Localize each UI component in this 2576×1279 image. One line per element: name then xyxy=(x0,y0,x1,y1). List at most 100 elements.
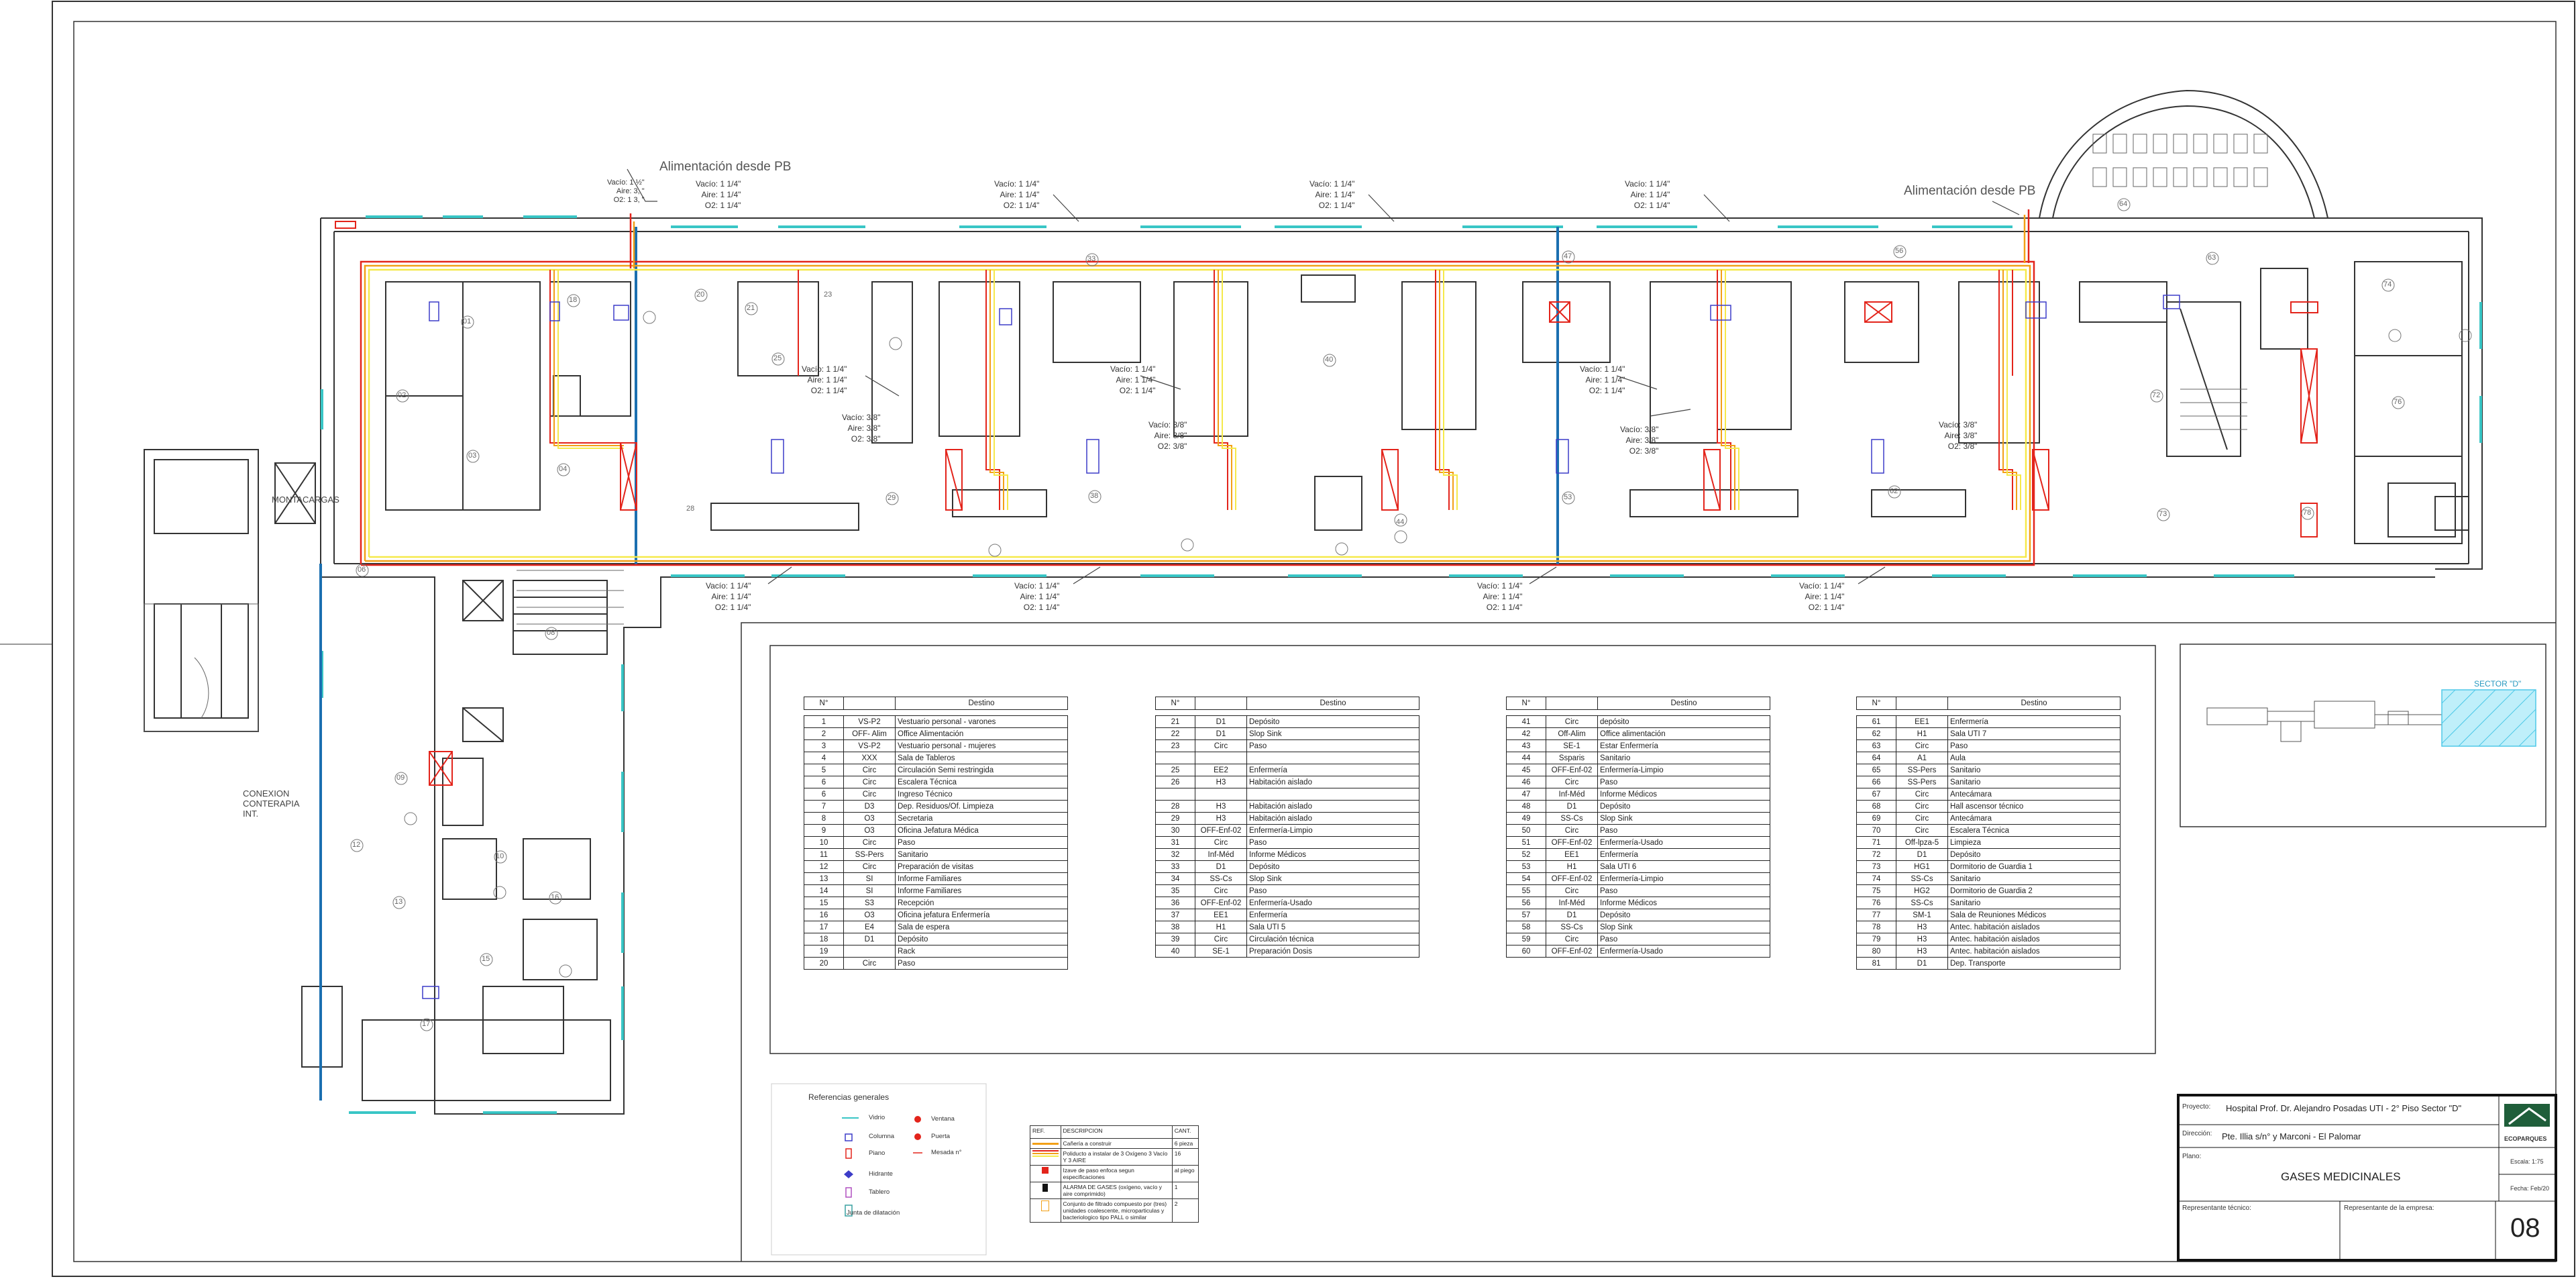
room-destination: Habitación aislado xyxy=(1246,776,1419,788)
room-number: 13 xyxy=(804,872,844,885)
room-number: 79 xyxy=(1856,933,1896,945)
room-number: 55 xyxy=(1506,884,1546,897)
room-number: 10 xyxy=(804,836,844,849)
room-number: 73 xyxy=(1856,860,1896,873)
fecha-value: Fecha: Feb/20 xyxy=(2510,1185,2550,1192)
schedule-header-destino: Destino xyxy=(1597,697,1770,710)
room-number: 57 xyxy=(1506,909,1546,921)
room-destination: Informe Familiares xyxy=(895,872,1068,885)
room-code: Circ xyxy=(1546,884,1598,897)
room-destination: Informe Médicos xyxy=(1597,788,1770,801)
room-number: 56 xyxy=(1506,897,1546,909)
room-number: 52 xyxy=(1506,848,1546,861)
room-number: 09 xyxy=(396,774,405,782)
spacer xyxy=(1246,709,1419,716)
room-destination: Oficina jefatura Enfermería xyxy=(895,909,1068,921)
spacer xyxy=(1947,709,2121,716)
room-number: 70 xyxy=(1856,824,1896,837)
room-number: 12 xyxy=(804,860,844,873)
room-destination: Informe Familiares xyxy=(895,884,1068,897)
spacer xyxy=(843,709,896,716)
room-number: 64 xyxy=(1856,752,1896,764)
room-code: O3 xyxy=(843,812,896,825)
room-number: 72 xyxy=(1856,848,1896,861)
room-destination: Depósito xyxy=(1597,800,1770,813)
room-number: 11 xyxy=(804,848,844,861)
ref-header: REF. xyxy=(1030,1125,1061,1139)
room-number: 18 xyxy=(804,933,844,945)
room-number: 22 xyxy=(1155,727,1195,740)
room-destination: Office alimentación xyxy=(1597,727,1770,740)
room-destination: Sala de espera xyxy=(895,921,1068,933)
spacer xyxy=(895,709,1068,716)
room-number: 74 xyxy=(2383,280,2392,289)
room-number: 67 xyxy=(1856,788,1896,801)
schedule-header-number: N° xyxy=(1155,697,1195,710)
room-destination: Vestuario personal - varones xyxy=(895,715,1068,728)
ref-header: CANT. xyxy=(1171,1125,1199,1139)
room-code: D1 xyxy=(1195,715,1247,728)
room-destination: Paso xyxy=(895,957,1068,970)
room-number: 29 xyxy=(888,494,896,502)
table-row xyxy=(1155,752,1419,764)
room-code: EE1 xyxy=(1195,909,1247,921)
room-destination: Depósito xyxy=(895,933,1068,945)
room-destination: Estar Enfermería xyxy=(1597,739,1770,752)
pipe-note: Vacío: 3/8"Aire: 3/8"O2: 3/8" xyxy=(1620,425,1659,456)
room-number: 9 xyxy=(804,824,844,837)
room-destination: Oficina Jefatura Médica xyxy=(895,824,1068,837)
room-number: 53 xyxy=(1564,493,1572,501)
room-code: OFF-Enf-02 xyxy=(1546,836,1598,849)
legend-vidrio: Vidrio xyxy=(869,1114,885,1121)
room-number: 8 xyxy=(804,812,844,825)
ref-symbol xyxy=(1030,1182,1061,1199)
pipe-note: Vacío: 1 1/4"Aire: 1 1/4"O2: 1 1/4" xyxy=(706,581,751,612)
room-code: SS-Cs xyxy=(1896,897,1948,909)
room-number: 28 xyxy=(1155,800,1195,813)
room-destination: Paso xyxy=(1597,776,1770,788)
room-code: SS-Cs xyxy=(1195,872,1247,885)
room-code: D1 xyxy=(1546,909,1598,921)
room-destination: Antecámara xyxy=(1947,812,2121,825)
room-destination: Sala UTI 5 xyxy=(1246,921,1419,933)
room-destination: Enfermería-Limpio xyxy=(1597,764,1770,776)
room-code: SS-Pers xyxy=(843,848,896,861)
room-number xyxy=(1155,788,1195,801)
room-destination: Hall ascensor técnico xyxy=(1947,800,2121,813)
room-number: 10 xyxy=(496,852,504,860)
room-destination: Paso xyxy=(1246,739,1419,752)
pipe-note: Vacío: 1 1/4"Aire: 1 1/4"O2: 1 1/4" xyxy=(1625,179,1670,210)
room-destination: Paso xyxy=(1597,933,1770,945)
room-code: SS-Pers xyxy=(1896,764,1948,776)
room-code: OFF-Enf-02 xyxy=(1546,872,1598,885)
room-destination: Depósito xyxy=(1246,715,1419,728)
room-destination: Enfermería xyxy=(1597,848,1770,861)
room-number: 81 xyxy=(1856,957,1896,970)
schedule-header-number: N° xyxy=(1856,697,1896,710)
room-code: VS-P2 xyxy=(843,715,896,728)
room-number: 15 xyxy=(482,955,490,963)
room-destination: Antec. habitación aislados xyxy=(1947,921,2121,933)
